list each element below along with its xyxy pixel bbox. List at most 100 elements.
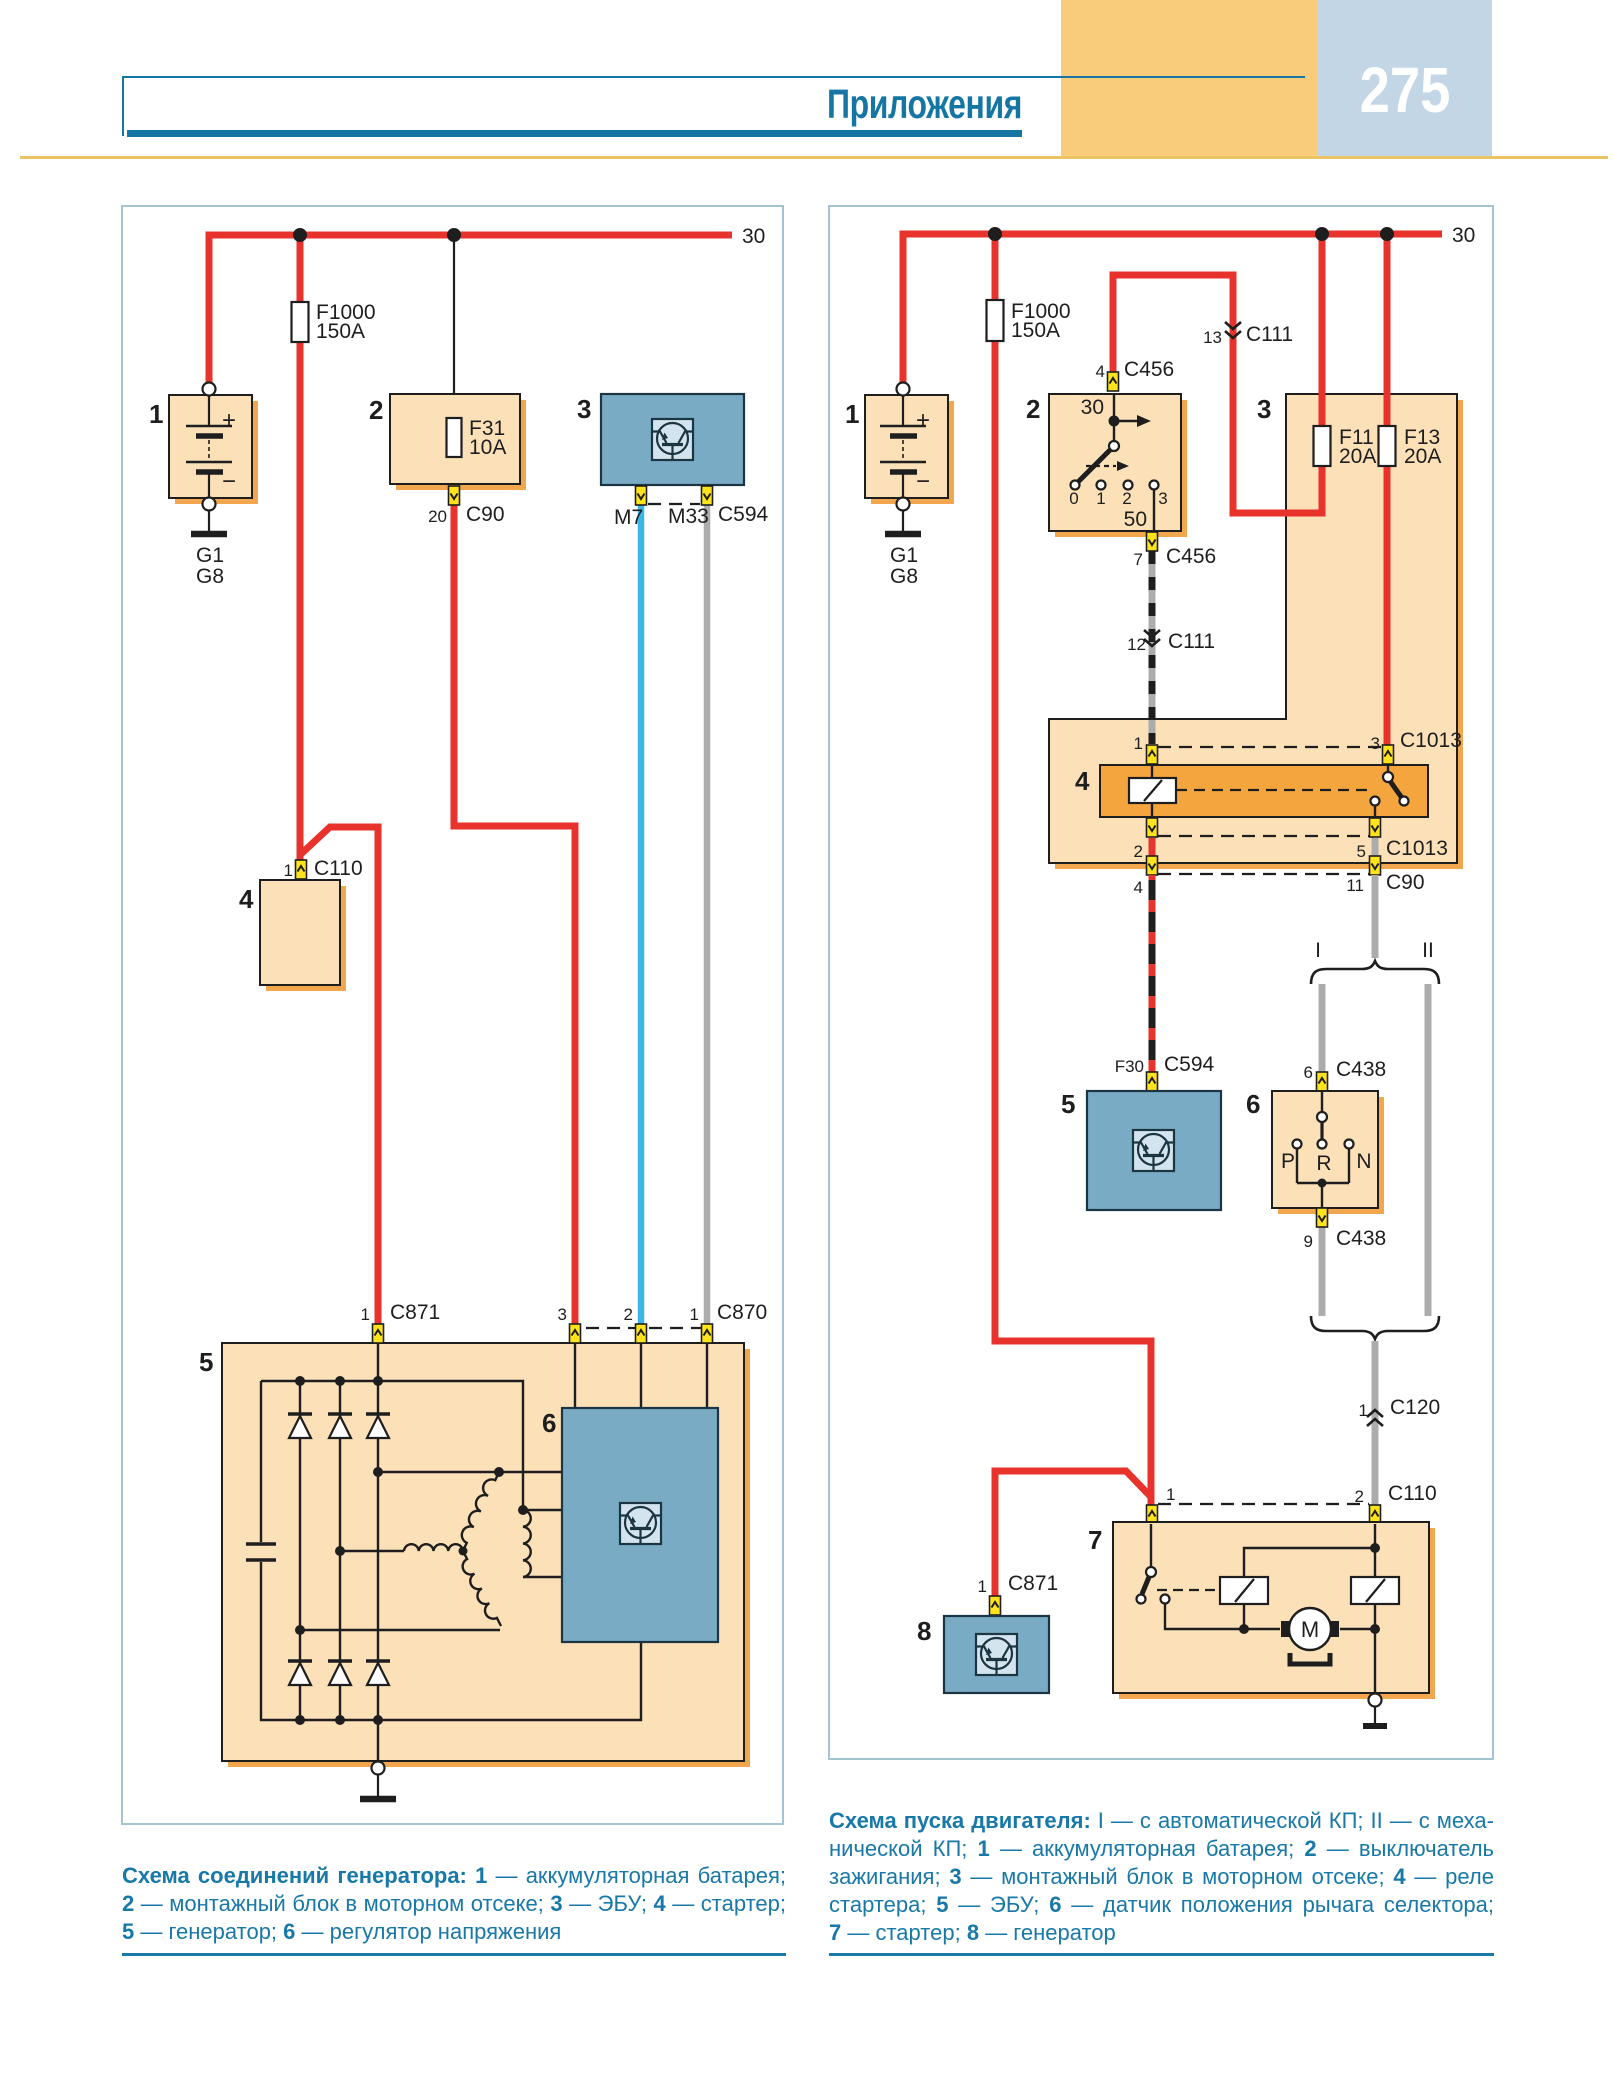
connector-pin-c110: [294, 859, 308, 880]
starter-switch-lever: [1139, 1576, 1152, 1595]
pin-number: 13: [1203, 328, 1222, 347]
generator-wiring-diagram: 30 F1000 150A 1 + − G1 G8: [121, 205, 784, 1825]
pin-number: 3: [1371, 734, 1380, 753]
component-number: 2: [369, 395, 383, 425]
left-caption-rule: [122, 1953, 786, 1956]
connector-label: C438: [1336, 1058, 1386, 1081]
connector-pin-c438-top: [1315, 1071, 1329, 1092]
svg-text:F1000: F1000: [1011, 300, 1071, 323]
field-coil: [522, 1508, 532, 1579]
sensor-contact-p: [1291, 1138, 1303, 1150]
solenoid-coil: [1349, 1575, 1401, 1606]
caption-segment: 1: [475, 1863, 488, 1888]
right-starter: 7 M: [1088, 1521, 1435, 1729]
connector-pin-c456-top: [1106, 371, 1120, 392]
pin-number: 1: [1166, 1485, 1175, 1504]
component-number: 6: [1246, 1089, 1260, 1119]
battery-minus: −: [916, 468, 930, 495]
svg-text:20A: 20A: [1404, 445, 1441, 468]
junction-dot: [1239, 1624, 1249, 1634]
connector-pin-c456-bottom: [1145, 531, 1159, 552]
connector-label: C594: [718, 503, 769, 526]
relay-lever: [1387, 779, 1405, 800]
caption-segment: I — с автоматической КП; II — с меха-: [1097, 1808, 1494, 1833]
left-ecu: 3 M7 M33 C594: [577, 392, 769, 529]
junction-dots: [295, 1376, 528, 1725]
caption-line: нической КП; 1 — аккумуляторная батарея;…: [829, 1835, 1494, 1863]
svg-text:10A: 10A: [469, 436, 506, 459]
position-label: 2: [1122, 489, 1131, 508]
junction-dot: [1317, 1178, 1327, 1188]
connector-label: C90: [466, 503, 505, 526]
arrow-icon: [1117, 461, 1129, 471]
component-number: 3: [1257, 394, 1271, 424]
selector-branch: I II 1 C120: [1309, 875, 1441, 1505]
regulator-box: [560, 1406, 720, 1644]
left-generator: 5: [199, 1301, 767, 1803]
ground-label: G8: [890, 565, 918, 588]
connector-pin-c871: [988, 1595, 1002, 1616]
caption-segment: — аккумуляторная батарея;: [989, 1836, 1305, 1861]
motor-brush: [1330, 1621, 1339, 1637]
pin-number: 1: [978, 1577, 987, 1596]
switch-contact-2: [1122, 479, 1134, 491]
caption-line: Схема соединений генератора: 1 — аккумул…: [122, 1862, 786, 1890]
caption-segment: Схема соединений генератора:: [122, 1863, 476, 1888]
connector-label: C110: [314, 857, 363, 880]
connector-label: C456: [1124, 358, 1174, 381]
caption-segment: Схема пуска двигателя:: [829, 1808, 1098, 1833]
starter-terminal: [1367, 1692, 1383, 1708]
caption-segment: 6: [283, 1919, 296, 1944]
caption-segment: 8: [966, 1920, 980, 1945]
fuse-f11: F11 20A: [1312, 424, 1376, 468]
junction-dot: [1315, 227, 1329, 241]
pin-number: 1: [690, 1305, 699, 1324]
page-title: Приложения: [827, 81, 1022, 127]
regulator-symbol-icon: [618, 1501, 663, 1546]
caption-segment: — стартер;: [841, 1920, 967, 1945]
caption-segment: нической КП;: [829, 1836, 978, 1861]
pin-number: 5: [1357, 842, 1366, 861]
switch-contact-1: [1095, 479, 1107, 491]
caption-segment: — монтажный блок в моторном отсеке;: [134, 1891, 551, 1916]
component-number: 7: [1088, 1525, 1102, 1555]
right-ecu: F30 C594 5: [1061, 1053, 1223, 1212]
branch-label: II: [1422, 939, 1434, 962]
left-battery: 1 + − G1 G8: [149, 381, 258, 588]
position-label: 1: [1096, 489, 1105, 508]
caption-segment: — выключатель: [1316, 1836, 1494, 1861]
battery-terminal: [201, 496, 217, 512]
connector-label: C870: [717, 1301, 767, 1324]
connector-label: C90: [1386, 871, 1425, 894]
engine-start-diagram: 3 2 30 F1000 150A: [828, 205, 1494, 1760]
motor-label: M: [1301, 1617, 1319, 1642]
relay-pin-2: [1145, 817, 1159, 838]
component-number: 2: [1026, 394, 1040, 424]
stator-coil: [460, 1471, 501, 1552]
position-label: N: [1356, 1150, 1371, 1173]
pin-number: F30: [1115, 1057, 1144, 1076]
caption-segment: — датчик положения рычага селектора;: [1061, 1892, 1495, 1917]
caption-segment: 1: [977, 1836, 990, 1861]
regulator-symbol-icon: [650, 417, 695, 462]
caption-segment: — стартер;: [665, 1891, 787, 1916]
pin-number: 12: [1127, 635, 1146, 654]
caption-segment: — ЭБУ;: [562, 1891, 654, 1916]
switch-contact-0: [1069, 479, 1081, 491]
brace-upper: [1309, 957, 1441, 985]
fuse-f13: F13 20A: [1377, 424, 1441, 468]
connector-label: C871: [1008, 1572, 1058, 1595]
caption-line: зажигания; 3 — монтажный блок в моторном…: [829, 1863, 1494, 1891]
right-red-wires: [899, 230, 1442, 1596]
pin-number: 6: [1304, 1063, 1313, 1082]
junction-dot: [1370, 1543, 1380, 1553]
pin-number: 1: [284, 861, 293, 880]
junction-dot: [988, 227, 1002, 241]
position-label: 0: [1069, 489, 1078, 508]
svg-text:F31: F31: [469, 417, 505, 440]
switch-lever: [1076, 448, 1112, 484]
pin-number: 2: [1355, 1487, 1364, 1506]
caption-segment: зажигания;: [829, 1864, 950, 1889]
relay-pin-4: [1145, 855, 1159, 876]
caption-line: 7 — стартер; 8 — генератор: [829, 1919, 1494, 1947]
